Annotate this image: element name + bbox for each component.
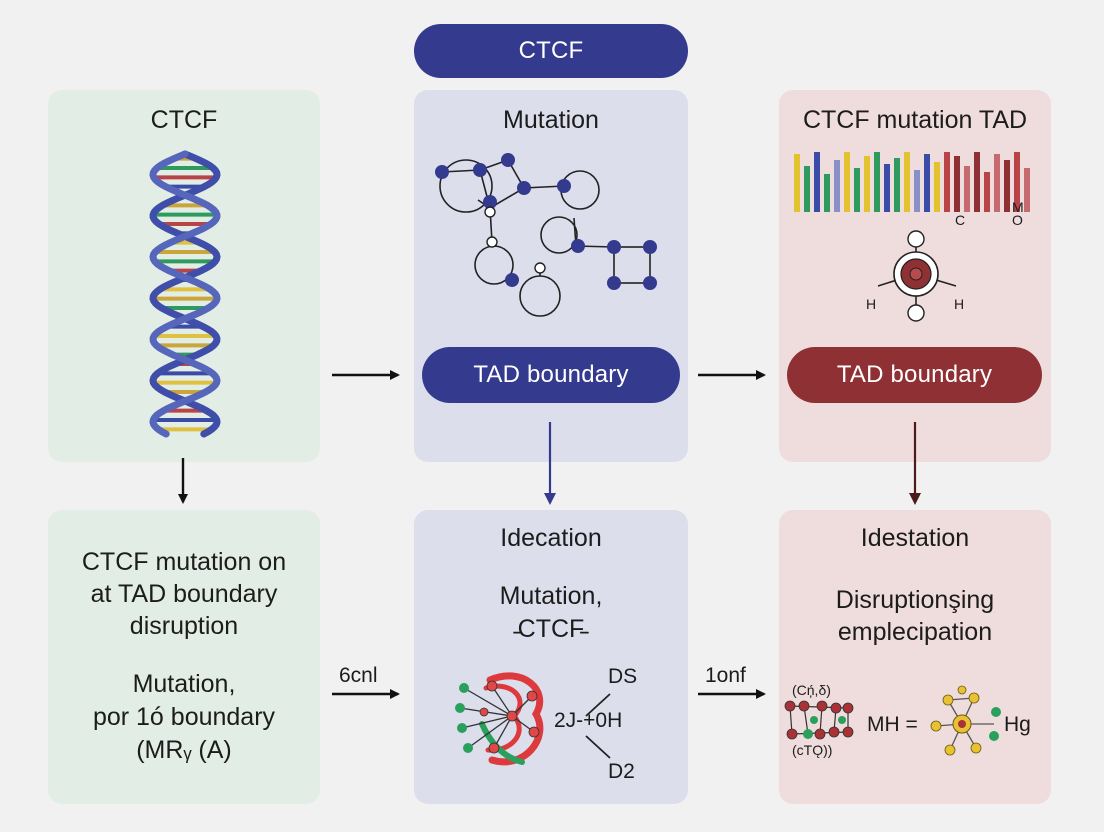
chem-label-hg: Hg (1004, 713, 1031, 736)
genome-track-bar (924, 154, 930, 212)
panel-4-line-5: por 1ó boundary (92, 703, 276, 731)
panel-6-line-1: Disruptionşing (835, 586, 995, 614)
genome-track-bar (974, 152, 980, 212)
panel-4-line-2: at TAD boundary (90, 580, 278, 608)
genome-track-bar (944, 152, 950, 212)
panel-idestation (779, 510, 1051, 804)
genome-track-bar (864, 156, 870, 212)
genome-track-bar (804, 166, 810, 212)
panel-5-line-1: Mutation, (499, 582, 603, 610)
dna-helix-icon (149, 150, 221, 438)
molecule-cluster-icon (455, 672, 544, 766)
genome-track-bar (824, 174, 830, 212)
atom-molecule-icon (877, 230, 957, 322)
chem-label-ds: DS (608, 665, 638, 688)
chem-label-2j-0h: 2J‐+0H (554, 709, 623, 732)
genome-track-bar (874, 152, 880, 212)
genome-track-bar (964, 166, 970, 212)
chem-label-cn: (Cņ́,δ) (792, 682, 831, 698)
panel-6-line-2: emplecipation (837, 618, 993, 646)
bar-label-o: O (1012, 212, 1023, 228)
genome-track-bar (954, 156, 960, 212)
reaction-bonds-icon (585, 693, 611, 759)
top-ctcf-pill: CTCF (414, 24, 688, 78)
genome-track-bar (1004, 160, 1010, 212)
genome-track-bar (914, 170, 920, 212)
genome-track-bar (1024, 168, 1030, 212)
genome-track-bar (894, 158, 900, 212)
panel-idecation (414, 510, 688, 804)
panel-idecation-title: Idecation (500, 524, 602, 552)
tad-boundary-pill-mutation: TAD boundary (422, 347, 680, 403)
bar-label-c: C (955, 212, 966, 228)
yellow-molecule-icon (930, 685, 1001, 756)
genome-track-bar (884, 164, 890, 212)
molecular-network-icon (435, 153, 657, 317)
panel-4-line-1: CTCF mutation on (81, 548, 287, 576)
genome-track-bar (984, 172, 990, 212)
genome-track-bar (994, 154, 1000, 212)
atom-label-h-left: H (866, 296, 877, 312)
genome-track-bar (1014, 152, 1020, 212)
genome-track-bar (814, 152, 820, 212)
genome-track-bar (854, 168, 860, 212)
arrow-label-1onf: 1onf (705, 664, 746, 687)
chem-label-mh-equals: MH = (867, 713, 918, 736)
arrow-label-6cnl: 6cnl (339, 664, 378, 687)
panel-disruption-summary (48, 510, 320, 804)
genome-track-bar (844, 152, 850, 212)
chem-label-ct: (cTǪ)) (792, 742, 833, 758)
panel-ctcf-title: CTCF (150, 106, 218, 134)
panel-mutation-title: Mutation (503, 106, 599, 134)
genome-track-bar (934, 162, 940, 212)
red-molecule-cluster-icon (784, 700, 854, 740)
genome-track-bars-icon (794, 152, 1030, 212)
genome-track-bar (904, 152, 910, 212)
genome-track-bar (834, 160, 840, 212)
genome-track-bar (794, 154, 800, 212)
atom-label-h-right: H (954, 296, 965, 312)
chem-label-d2: D2 (608, 760, 635, 783)
tad-boundary-pill-tad: TAD boundary (787, 347, 1042, 403)
panel-idestation-title: Idestation (860, 524, 970, 552)
panel-4-line-4: Mutation, (132, 670, 236, 698)
panel-4-line-3: disruption (129, 612, 239, 640)
panel-5-line-2: ̵CTCF̵ (517, 615, 585, 643)
panel-ctcf-mutation-tad-title: CTCF mutation TAD (802, 106, 1028, 134)
bar-label-m: M (1012, 199, 1024, 215)
panel-4-line-6: (MRᵧ (A) (136, 736, 232, 764)
